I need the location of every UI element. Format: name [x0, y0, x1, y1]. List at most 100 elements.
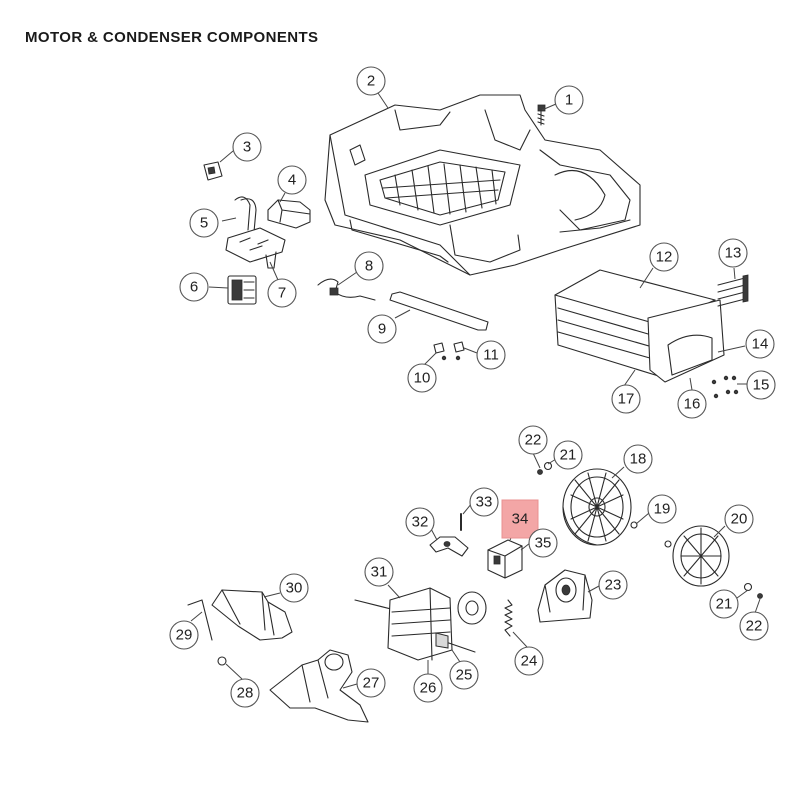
callout-label: 6 — [190, 279, 198, 296]
switch-block-drawing — [487, 539, 523, 579]
callout-label: 10 — [414, 370, 431, 387]
condenser-drawing — [554, 269, 725, 383]
rod-drawing — [389, 291, 489, 331]
callout-31[interactable]: 31 — [364, 557, 394, 587]
motor-drawing — [354, 587, 487, 661]
callout-15[interactable]: 15 — [746, 370, 776, 400]
screws-drawing — [711, 375, 739, 399]
callout-18[interactable]: 18 — [623, 444, 653, 474]
callout-5[interactable]: 5 — [189, 208, 219, 238]
callout-16[interactable]: 16 — [677, 389, 707, 419]
blower-wheel-small-drawing — [672, 525, 730, 587]
callout-label: 11 — [483, 347, 499, 364]
washer-28-drawing — [217, 656, 227, 666]
callout-9[interactable]: 9 — [367, 314, 397, 344]
callout-label: 29 — [176, 627, 193, 644]
callout-label: 19 — [654, 501, 671, 518]
mount-plate-drawing — [225, 227, 286, 269]
rods-drawing — [717, 274, 749, 307]
callout-label: 30 — [286, 580, 303, 597]
callout-21-lower[interactable]: 21 — [709, 589, 739, 619]
callout-24[interactable]: 24 — [514, 646, 544, 676]
callout-22-lower[interactable]: 22 — [739, 611, 769, 641]
fasteners-drawing — [433, 341, 465, 361]
callout-label: 8 — [365, 258, 373, 275]
callout-33[interactable]: 33 — [469, 487, 499, 517]
clip-drawing — [203, 161, 223, 181]
callout-label: 24 — [521, 653, 538, 670]
callout-label: 7 — [278, 285, 286, 302]
base-chassis-drawing — [324, 94, 641, 276]
callout-label: 22 — [525, 432, 542, 449]
callout-label: 18 — [630, 451, 647, 468]
callout-35[interactable]: 35 — [528, 528, 558, 558]
callout-26[interactable]: 26 — [413, 673, 443, 703]
callout-label: 3 — [243, 139, 251, 156]
page-title: MOTOR & CONDENSER COMPONENTS — [25, 29, 319, 46]
callout-label: 25 — [456, 667, 473, 684]
sensor-wire-drawing — [317, 278, 376, 301]
callout-label: 12 — [656, 249, 673, 266]
callout-label: 21 — [560, 447, 577, 464]
hose-drawing — [234, 196, 257, 233]
callout-17[interactable]: 17 — [611, 384, 641, 414]
screw-drawing — [537, 104, 546, 126]
callout-label: 20 — [731, 511, 748, 528]
spring-drawing — [504, 599, 513, 637]
motor-mount-drawing — [537, 569, 593, 623]
duct-drawing — [211, 589, 293, 641]
callout-label: 5 — [200, 215, 208, 232]
callout-label: 22 — [746, 618, 763, 635]
callout-label: 26 — [420, 680, 437, 697]
callout-label: 28 — [237, 685, 254, 702]
callout-label: 32 — [412, 514, 429, 531]
callout-label: 31 — [371, 564, 388, 581]
callout-6[interactable]: 6 — [179, 272, 209, 302]
callout-10[interactable]: 10 — [407, 363, 437, 393]
callout-7[interactable]: 7 — [267, 278, 297, 308]
callout-29[interactable]: 29 — [169, 620, 199, 650]
callout-30[interactable]: 30 — [279, 573, 309, 603]
callout-label: 13 — [725, 245, 742, 262]
callout-34-highlighted[interactable]: 34 — [501, 499, 539, 539]
blower-wheel-large-drawing — [562, 468, 632, 546]
callout-label: 2 — [367, 73, 375, 90]
callout-32[interactable]: 32 — [405, 507, 435, 537]
part-drawings — [187, 94, 763, 723]
callout-8[interactable]: 8 — [354, 251, 384, 281]
highlight-box — [501, 499, 539, 539]
callout-label: 34 — [512, 511, 529, 528]
wire-rod-drawing — [187, 599, 213, 641]
callout-2[interactable]: 2 — [356, 66, 386, 96]
callout-12[interactable]: 12 — [649, 242, 679, 272]
callout-25[interactable]: 25 — [449, 660, 479, 690]
callout-4[interactable]: 4 — [277, 165, 307, 195]
callout-label: 23 — [605, 577, 622, 594]
callout-20[interactable]: 20 — [724, 504, 754, 534]
callout-27[interactable]: 27 — [356, 668, 386, 698]
callout-label: 4 — [288, 172, 296, 189]
callout-label: 35 — [535, 535, 552, 552]
callout-13[interactable]: 13 — [718, 238, 748, 268]
pump-drawing — [227, 275, 257, 305]
callout-14[interactable]: 14 — [745, 329, 775, 359]
callouts: 1 2 3 4 5 6 7 8 9 10 11 — [169, 66, 776, 708]
callout-21-upper[interactable]: 21 — [553, 440, 583, 470]
callout-label: 15 — [753, 377, 770, 394]
callout-28[interactable]: 28 — [230, 678, 260, 708]
callout-23[interactable]: 23 — [598, 570, 628, 600]
callout-19[interactable]: 19 — [647, 494, 677, 524]
callout-label: 16 — [684, 396, 701, 413]
housing-drawing — [269, 649, 369, 723]
callout-22-upper[interactable]: 22 — [518, 425, 548, 455]
callout-label: 27 — [363, 675, 380, 692]
callout-3[interactable]: 3 — [232, 132, 262, 162]
callout-label: 17 — [618, 391, 635, 408]
bracket-drawing — [429, 536, 469, 557]
callout-label: 33 — [476, 494, 493, 511]
callout-1[interactable]: 1 — [554, 85, 584, 115]
callout-11[interactable]: 11 — [476, 340, 506, 370]
callout-label: 21 — [716, 596, 733, 613]
callout-label: 1 — [565, 92, 573, 109]
